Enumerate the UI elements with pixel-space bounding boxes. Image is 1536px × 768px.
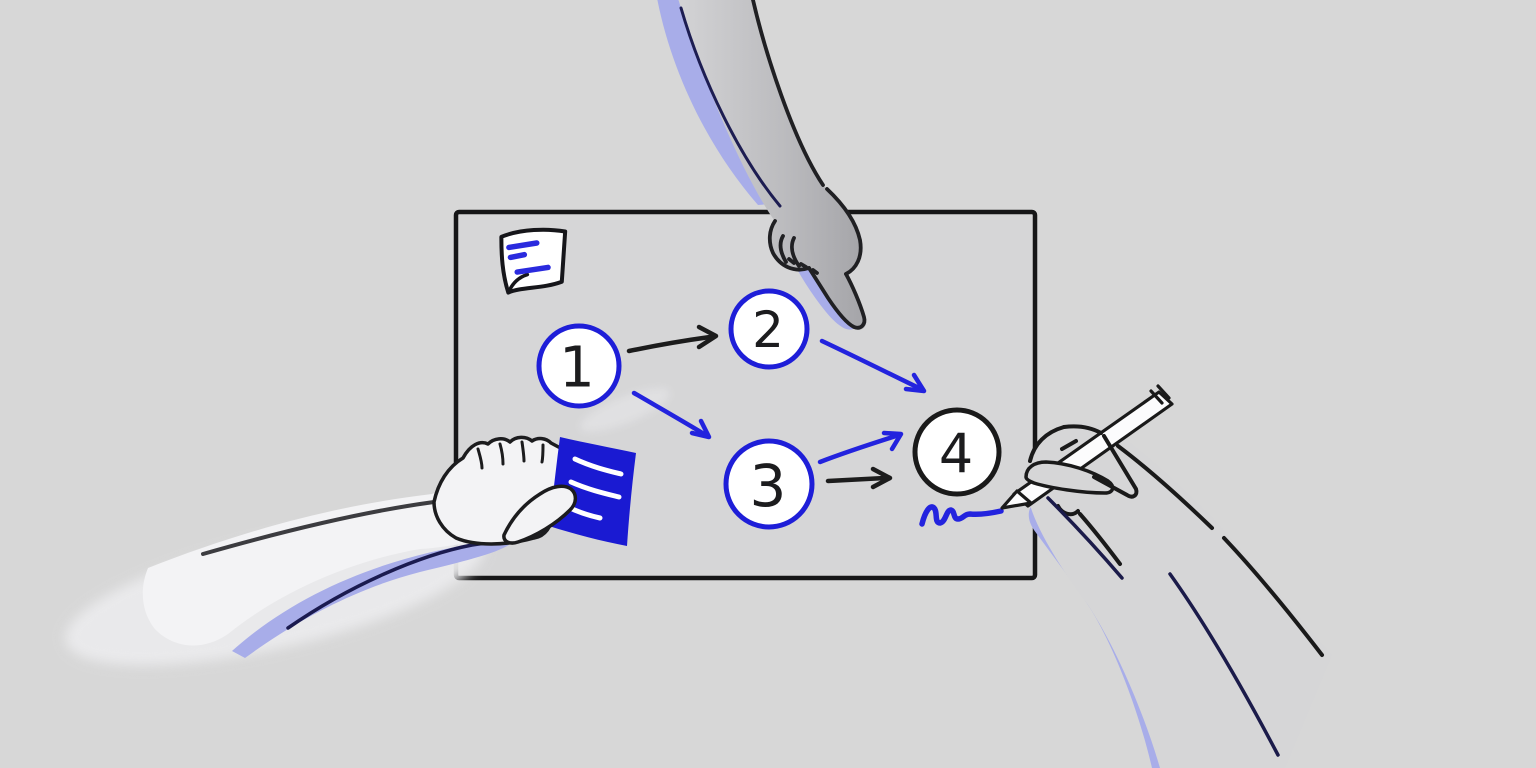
node-2-label: 2 bbox=[752, 301, 784, 359]
pointing-hand-arm-fill bbox=[678, 0, 866, 330]
node-1-circle bbox=[536, 323, 622, 409]
node-2-circle bbox=[728, 288, 810, 370]
arrow-1-to-3 bbox=[631, 390, 712, 440]
node-2: 2 bbox=[728, 288, 810, 370]
note-placing-hand-thumb bbox=[502, 484, 578, 545]
node-3-circle bbox=[723, 438, 815, 530]
arrow-1-to-2 bbox=[626, 324, 719, 354]
arrow-3-to-4-black bbox=[825, 466, 893, 490]
pointing-hand-outlines bbox=[751, 0, 867, 330]
node-4-circle bbox=[912, 407, 1002, 497]
node-3: 3 bbox=[723, 438, 815, 530]
note-placing-hand-navy-edge bbox=[286, 537, 514, 630]
note-placing-hand-top-edge bbox=[201, 500, 436, 556]
note-placing-hand-arm-fill bbox=[142, 478, 502, 646]
blue-scribble bbox=[919, 504, 1004, 527]
flow-nodes: 1 2 3 4 bbox=[536, 288, 1002, 530]
node-3-label: 3 bbox=[750, 452, 787, 520]
white-sticky-note-text-lines bbox=[506, 240, 551, 275]
node-1: 1 bbox=[536, 323, 622, 409]
arrow-3-to-4 bbox=[817, 430, 904, 465]
pointing-hand bbox=[657, 0, 867, 330]
note-placing-hand bbox=[65, 435, 636, 666]
white-sticky-note-paper bbox=[499, 227, 568, 295]
writing-hand bbox=[1000, 384, 1332, 768]
flow-arrows bbox=[626, 324, 927, 490]
note-placing-hand-finger-lines bbox=[476, 440, 545, 470]
writing-hand-fill bbox=[1030, 421, 1332, 768]
writing-hand-navy-edges bbox=[1046, 496, 1280, 757]
pen-tip bbox=[1000, 489, 1033, 510]
white-sticky-note bbox=[499, 227, 568, 295]
node-4: 4 bbox=[912, 407, 1002, 497]
writing-hand-outlines bbox=[1028, 424, 1324, 657]
note-placing-hand-shadow bbox=[232, 539, 515, 658]
node-1-label: 1 bbox=[559, 336, 595, 401]
pen-cap-lines bbox=[1149, 384, 1171, 405]
arrow-2-to-4 bbox=[819, 338, 927, 394]
white-sticky-note-curl bbox=[506, 272, 530, 295]
pointing-hand-shadow-arm bbox=[657, 0, 783, 205]
pointing-hand-navy-edge bbox=[679, 6, 782, 208]
node-4-label: 4 bbox=[939, 423, 973, 486]
